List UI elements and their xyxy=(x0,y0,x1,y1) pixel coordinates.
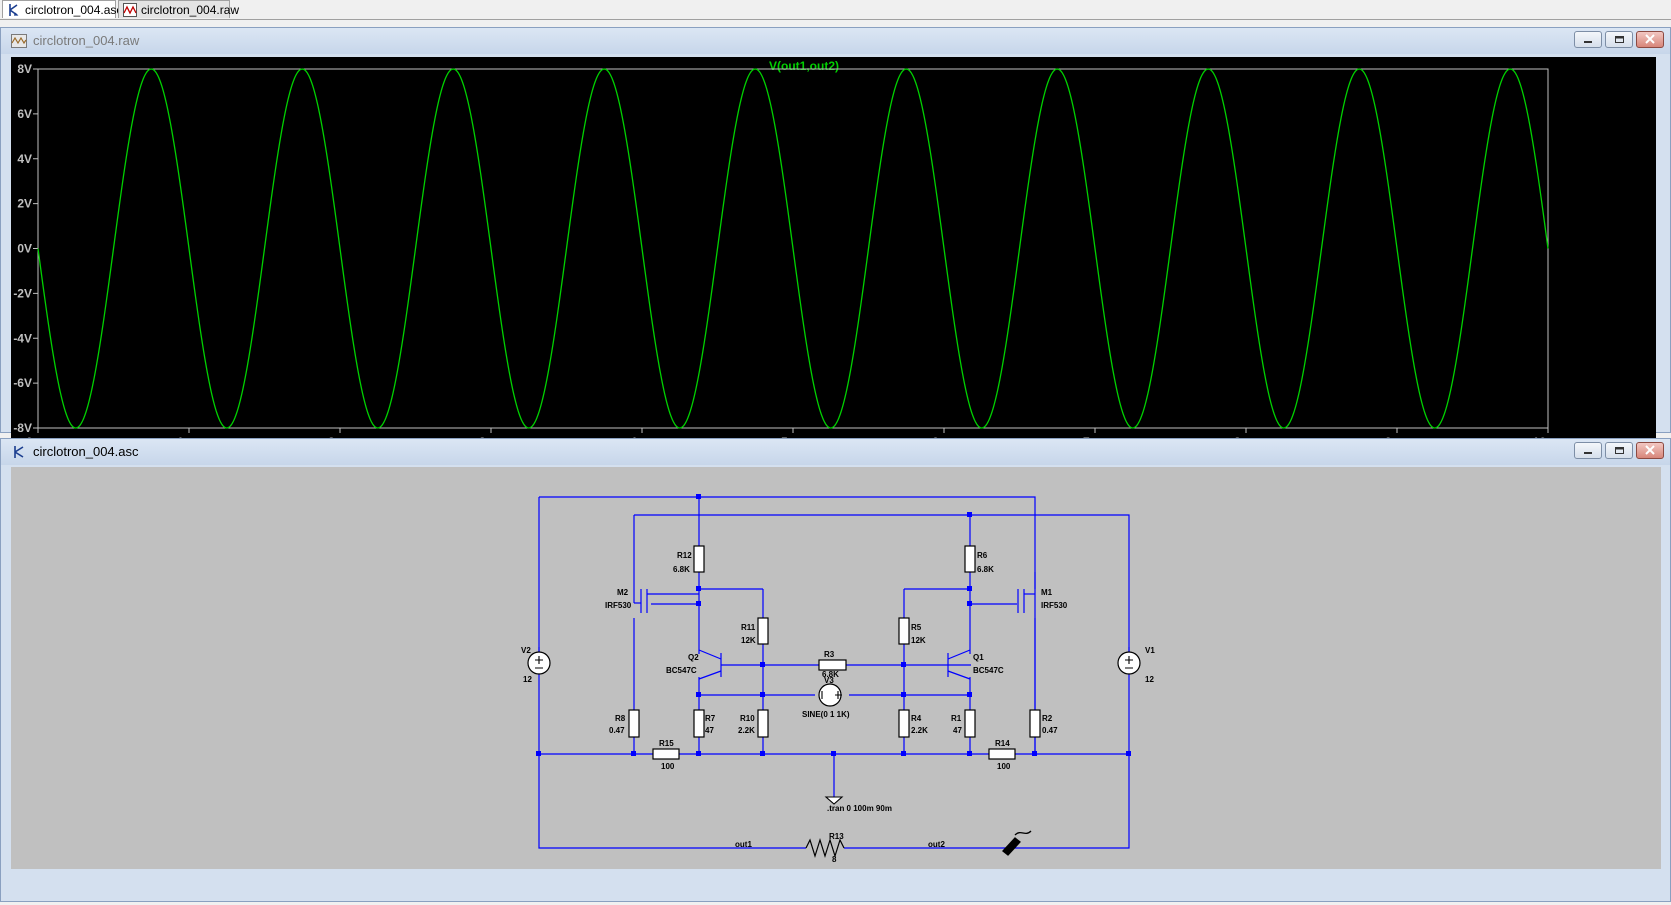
chart-title: V(out1,out2) xyxy=(769,59,839,73)
label-r2-ref: R2 xyxy=(1042,714,1053,723)
tab-label: circlotron_004.raw xyxy=(141,3,240,17)
label-r1-value: 47 xyxy=(953,726,962,735)
waveform-window: circlotron_004.raw V(out1,out2) 0ms1ms2m… xyxy=(0,27,1671,458)
tab-schematic[interactable]: circlotron_004.asc xyxy=(2,0,122,18)
label-q1-value: BC547C xyxy=(973,666,1004,675)
label-r13-value: 8 xyxy=(832,855,837,864)
label-v3-value: SINE(0 1 1K) xyxy=(802,710,850,719)
label-r12-ref: R12 xyxy=(677,551,692,560)
schematic-resistors xyxy=(628,545,1041,760)
label-v1-ref: V1 xyxy=(1145,646,1155,655)
label-m2-ref: M2 xyxy=(617,588,629,597)
waveform-chart: V(out1,out2) 0ms1ms2ms3ms4ms5ms6ms7ms8ms… xyxy=(13,59,1563,449)
label-r10-ref: R10 xyxy=(740,714,755,723)
label-r15-ref: R15 xyxy=(659,739,674,748)
pencil-cursor-icon xyxy=(1002,830,1032,856)
label-r5-value: 12K xyxy=(911,636,926,645)
close-button[interactable] xyxy=(1636,442,1664,459)
document-tab-bar: circlotron_004.asc circlotron_004.raw xyxy=(0,0,1671,20)
y-tick-label: 6V xyxy=(17,107,32,121)
label-r3-value: 6.8K xyxy=(822,670,839,679)
close-button[interactable] xyxy=(1636,31,1664,48)
y-tick-label: 0V xyxy=(17,242,32,256)
schematic-drawing: R12 6.8K R6 6.8K M2 IRF530 M1 IRF530 R11… xyxy=(521,494,1155,864)
label-r15-value: 100 xyxy=(661,762,675,771)
label-v2-ref: V2 xyxy=(521,646,531,655)
label-r6-ref: R6 xyxy=(977,551,988,560)
label-v2-value: 12 xyxy=(523,675,532,684)
schematic-window-title: circlotron_004.asc xyxy=(33,444,139,459)
label-v3-ref: V3 xyxy=(824,676,834,685)
y-tick-label: 4V xyxy=(17,152,32,166)
label-r6-value: 6.8K xyxy=(977,565,994,574)
minimize-button[interactable] xyxy=(1574,31,1602,48)
label-r4-value: 2.2K xyxy=(911,726,928,735)
label-m1-ref: M1 xyxy=(1041,588,1053,597)
minimize-icon xyxy=(1584,452,1592,454)
label-r7-value: 47 xyxy=(705,726,714,735)
label-r13-ref: R13 xyxy=(829,832,844,841)
schematic-junctions xyxy=(536,494,1131,756)
label-v1-value: 12 xyxy=(1145,675,1154,684)
label-r5-ref: R5 xyxy=(911,623,922,632)
label-r11-ref: R11 xyxy=(741,623,756,632)
trace-line xyxy=(37,68,1549,429)
y-tick-label: -8V xyxy=(13,421,32,435)
label-r11-value: 12K xyxy=(741,636,756,645)
label-r7-ref: R7 xyxy=(705,714,716,723)
net-label-out2: out2 xyxy=(928,840,945,849)
y-tick-label: -4V xyxy=(13,331,32,345)
resistor-r13-zigzag xyxy=(805,837,845,859)
net-label-out1: out1 xyxy=(735,840,752,849)
tab-waveform[interactable]: circlotron_004.raw xyxy=(118,0,239,18)
label-r12-value: 6.8K xyxy=(673,565,690,574)
schematic-icon xyxy=(9,4,19,16)
label-r1-ref: R1 xyxy=(951,714,962,723)
label-q2-ref: Q2 xyxy=(688,653,699,662)
label-m1-value: IRF530 xyxy=(1041,601,1068,610)
minimize-icon xyxy=(1584,41,1592,43)
spice-directive: .tran 0 100m 90m xyxy=(827,804,892,813)
y-tick-label: -2V xyxy=(13,286,32,300)
waveform-window-icon xyxy=(11,34,27,48)
label-m2-value: IRF530 xyxy=(605,601,632,610)
close-icon xyxy=(1645,445,1655,455)
schematic-window-titlebar[interactable]: circlotron_004.asc xyxy=(1,439,1670,465)
minimize-button[interactable] xyxy=(1574,442,1602,459)
restore-button[interactable] xyxy=(1605,442,1633,459)
schematic-canvas[interactable]: R12 6.8K R6 6.8K M2 IRF530 M1 IRF530 R11… xyxy=(11,467,1661,869)
label-r14-ref: R14 xyxy=(995,739,1010,748)
y-tick-label: 8V xyxy=(17,62,32,76)
waveform-plot-pane[interactable]: V(out1,out2) 0ms1ms2ms3ms4ms5ms6ms7ms8ms… xyxy=(11,57,1656,458)
label-r8-ref: R8 xyxy=(615,714,626,723)
label-q2-value: BC547C xyxy=(666,666,697,675)
label-r14-value: 100 xyxy=(997,762,1011,771)
restore-icon xyxy=(1615,447,1624,454)
label-r10-value: 2.2K xyxy=(738,726,755,735)
label-r8-value: 0.47 xyxy=(609,726,625,735)
close-icon xyxy=(1645,34,1655,44)
schematic-window-icon xyxy=(14,446,24,458)
tab-label: circlotron_004.asc xyxy=(25,3,123,17)
restore-button[interactable] xyxy=(1605,31,1633,48)
label-q1-ref: Q1 xyxy=(973,653,984,662)
schematic-window: circlotron_004.asc xyxy=(0,438,1671,902)
waveform-icon xyxy=(123,3,137,17)
schematic-wires xyxy=(538,496,1130,849)
label-r4-ref: R4 xyxy=(911,714,922,723)
waveform-window-titlebar[interactable]: circlotron_004.raw xyxy=(1,28,1670,54)
waveform-window-title: circlotron_004.raw xyxy=(33,33,140,48)
y-tick-label: 2V xyxy=(17,197,32,211)
label-r2-value: 0.47 xyxy=(1042,726,1058,735)
label-r3-ref: R3 xyxy=(824,650,835,659)
restore-icon xyxy=(1615,36,1624,43)
ground-symbol xyxy=(824,796,844,805)
y-tick-label: -6V xyxy=(13,376,32,390)
